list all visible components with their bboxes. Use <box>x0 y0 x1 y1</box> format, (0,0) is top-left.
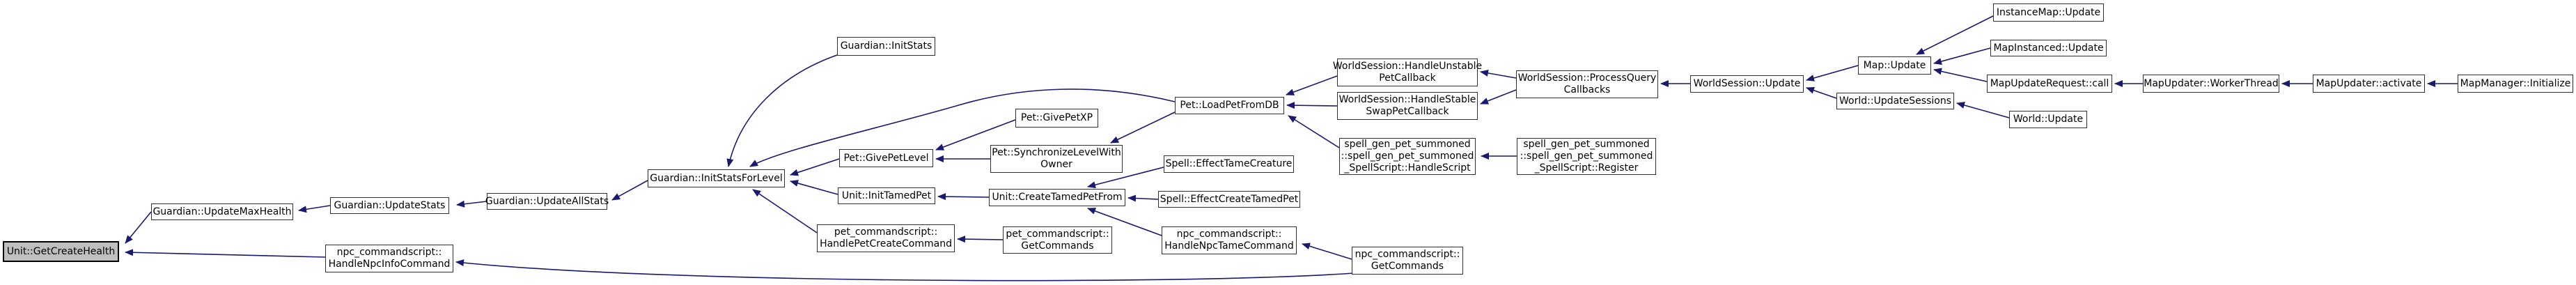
node-instancemap-update[interactable]: InstanceMap::Update <box>1993 3 2104 22</box>
node-mapmanager-initialize[interactable]: MapManager::Initialize <box>2458 75 2573 93</box>
node-map-update[interactable]: Map::Update <box>1858 56 1931 75</box>
node-spellgen-register[interactable]: spell_gen_pet_summoned ::spell_gen_pet_s… <box>1517 138 1656 175</box>
node-npc-getcommands[interactable]: npc_commandscript:: GetCommands <box>1352 247 1463 275</box>
node-pet-givepetlevel[interactable]: Pet::GivePetLevel <box>839 149 933 167</box>
node-world-updatesessions[interactable]: World::UpdateSessions <box>1836 93 1954 109</box>
edge-pet-givepetlevel--guardian-initstatsforlevel <box>790 158 840 176</box>
edge-npc-getcommands--npc-handlenpctamecommand <box>1302 242 1352 260</box>
node-spell-effecttamecreature[interactable]: Spell::EffectTameCreature <box>1164 155 1294 173</box>
edge-world-update--world-updatesessions <box>1956 102 2010 118</box>
edge-ws-handleunstablepetcallback--pet-loadpetfromdb <box>1286 75 1338 95</box>
node-unit-inittamedpet[interactable]: Unit::InitTamedPet <box>838 187 935 204</box>
edge-guardian-updatestats--guardian-updatemaxhealth <box>298 205 331 213</box>
node-spellgen-handlescript[interactable]: spell_gen_pet_summoned ::spell_gen_pet_s… <box>1339 138 1476 175</box>
node-ws-update[interactable]: WorldSession::Update <box>1690 75 1804 93</box>
edge-guardian-updatemaxhealth--unit-getcreatehealth <box>125 211 152 244</box>
node-mapupdaterequest-call[interactable]: MapUpdateRequest::call <box>1987 75 2112 93</box>
edge-ws-handlestableswappetcallback--pet-loadpetfromdb <box>1286 102 1338 109</box>
edge-guardian-initstats--guardian-initstatsforlevel <box>726 54 838 167</box>
edge-pet-givepetxp--pet-givepetlevel <box>935 119 1016 151</box>
node-ws-processquerycallbacks[interactable]: WorldSession::ProcessQuery Callbacks <box>1516 70 1658 98</box>
edge-guardian-updateallstats--guardian-updatestats <box>456 200 487 208</box>
node-guardian-initstatsforlevel[interactable]: Guardian::InitStatsForLevel <box>648 169 785 187</box>
edge-world-updatesessions--ws-update <box>1806 86 1837 99</box>
edge-pet-loadpetfromdb--guardian-initstatsforlevel <box>749 88 1176 167</box>
edge-npc-handlenpcinfocommand--unit-getcreatehealth <box>125 249 326 258</box>
node-mapupdater-workerthread[interactable]: MapUpdater::WorkerThread <box>2143 75 2279 93</box>
node-ws-handlestableswappetcallback[interactable]: WorldSession::HandleStable SwapPetCallba… <box>1337 92 1478 120</box>
edge-instancemap-update--map-update <box>1916 15 1994 55</box>
node-unit-createtamedpetfrom[interactable]: Unit::CreateTamedPetFrom <box>989 189 1125 206</box>
edge-spell-effecttamecreature--unit-createtamedpetfrom <box>1087 167 1164 189</box>
edge-ws-processquerycallbacks--ws-handleunstablepetcallback <box>1480 69 1517 79</box>
edge-spell-effectcreatetamedpet--unit-createtamedpetfrom <box>1127 194 1159 202</box>
edge-pet-handlepetcreatecommand--guardian-initstatsforlevel <box>752 189 818 233</box>
node-ws-handleunstablepetcallback[interactable]: WorldSession::HandleUnstable PetCallback <box>1333 59 1482 86</box>
node-pet-handlepetcreatecommand[interactable]: pet_commandscript:: HandlePetCreateComma… <box>817 224 955 252</box>
edge-mapinstanced-update--map-update <box>1933 47 1991 65</box>
edge-spellgen-handlescript--pet-loadpetfromdb <box>1288 115 1340 148</box>
node-npc-handlenpctamecommand[interactable]: npc_commandscript:: HandleNpcTameCommand <box>1162 226 1297 254</box>
node-guardian-updateallstats[interactable]: Guardian::UpdateAllStats <box>485 193 609 210</box>
node-spell-effectcreatetamedpet[interactable]: Spell::EffectCreateTamedPet <box>1158 191 1300 208</box>
node-unit-getcreatehealth[interactable]: Unit::GetCreateHealth <box>3 241 119 262</box>
node-npc-handlenpcinfocommand[interactable]: npc_commandscript:: HandleNpcInfoCommand <box>325 245 453 272</box>
node-pet-synchronizelevelwithowner[interactable]: Pet::SynchronizeLevelWith Owner <box>990 145 1123 173</box>
node-pet-givepetxp[interactable]: Pet::GivePetXP <box>1015 109 1098 128</box>
edge-unit-inittamedpet--guardian-initstatsforlevel <box>790 180 838 195</box>
node-world-update[interactable]: World::Update <box>2009 111 2087 128</box>
node-guardian-updatestats[interactable]: Guardian::UpdateStats <box>330 197 449 214</box>
edge-pet-getcommands--pet-handlepetcreatecommand <box>957 236 1004 243</box>
edge-map-update--ws-update <box>1806 65 1859 82</box>
node-pet-loadpetfromdb[interactable]: Pet::LoadPetFromDB <box>1175 97 1284 114</box>
edge-ws-processquerycallbacks--ws-handlestableswappetcallback <box>1480 89 1517 105</box>
edge-npc-getcommands--npc-handlenpcinfocommand <box>455 259 1355 282</box>
node-mapinstanced-update[interactable]: MapInstanced::Update <box>1990 40 2107 56</box>
edge-npc-handlenpctamecommand--unit-createtamedpetfrom <box>1087 208 1162 236</box>
edge-guardian-initstatsforlevel--guardian-updateallstats <box>611 180 648 201</box>
node-pet-getcommands[interactable]: pet_commandscript:: GetCommands <box>1003 226 1112 254</box>
edge-mapupdaterequest-call--map-update <box>1933 68 1988 82</box>
node-guardian-initstats[interactable]: Guardian::InitStats <box>837 37 935 56</box>
node-guardian-updatemaxhealth[interactable]: Guardian::UpdateMaxHealth <box>151 203 293 220</box>
node-mapupdater-activate[interactable]: MapUpdater::activate <box>2313 75 2425 93</box>
edge-pet-loadpetfromdb--pet-synchronizelevelwithowner <box>1110 111 1176 144</box>
